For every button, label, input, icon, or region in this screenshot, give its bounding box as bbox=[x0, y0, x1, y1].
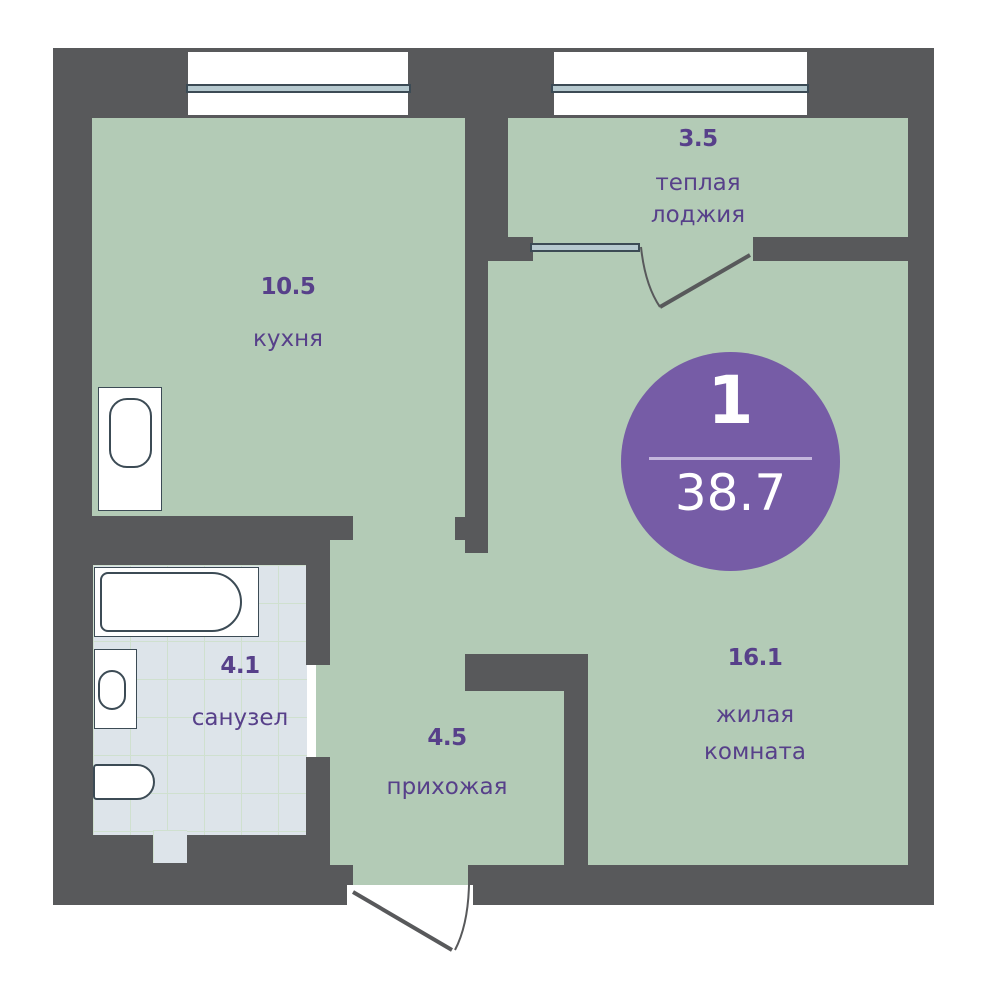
room-passage2 bbox=[480, 540, 590, 665]
wall-stub-a bbox=[465, 118, 488, 553]
rooms-count: 1 bbox=[707, 362, 754, 439]
kitchen-sink-icon bbox=[109, 398, 152, 468]
bathroom-area: 4.1 bbox=[220, 653, 260, 679]
hallway-area: 4.5 bbox=[427, 725, 467, 751]
badge-divider bbox=[649, 457, 812, 460]
entrance-threshold bbox=[353, 865, 468, 885]
bathtub-icon bbox=[100, 572, 242, 632]
hallway-name: прихожая bbox=[386, 774, 508, 800]
room-bathroom-nook bbox=[153, 830, 187, 863]
bath-sink-icon bbox=[98, 670, 126, 710]
room-hallway-inner bbox=[330, 691, 564, 865]
loggia-area: 3.5 bbox=[678, 126, 718, 152]
wall-hall-room-v bbox=[564, 667, 588, 867]
kitchen-name: кухня bbox=[253, 326, 323, 352]
loggia-name-line1: теплая bbox=[655, 170, 741, 196]
entrance-opening bbox=[347, 885, 473, 910]
room-loggia bbox=[508, 118, 908, 237]
bath-sink-frame bbox=[94, 649, 137, 729]
window-kitchen-frame bbox=[186, 84, 411, 93]
wall-stub-b bbox=[455, 517, 467, 541]
apartment-badge: 1 38.7 bbox=[621, 352, 840, 571]
wall-bath-b bbox=[306, 757, 330, 865]
wall-bath-a bbox=[306, 540, 330, 665]
kitchen-area: 10.5 bbox=[260, 274, 316, 300]
door-leaf-bath bbox=[316, 665, 330, 757]
total-area: 38.7 bbox=[674, 464, 787, 522]
living-name-line1: жилая bbox=[715, 702, 795, 728]
loggia-name-line2: лоджия bbox=[650, 202, 746, 228]
window-loggia bbox=[554, 52, 807, 115]
toilet-icon bbox=[93, 764, 155, 800]
bathroom-name: санузел bbox=[191, 705, 289, 731]
room-hallway-mid bbox=[330, 540, 465, 691]
living-name-line2: комната bbox=[704, 739, 806, 765]
window-loggia-frame bbox=[551, 84, 809, 93]
living-area: 16.1 bbox=[727, 645, 783, 671]
window-kitchen bbox=[188, 52, 408, 115]
window-living-frame bbox=[530, 243, 640, 252]
